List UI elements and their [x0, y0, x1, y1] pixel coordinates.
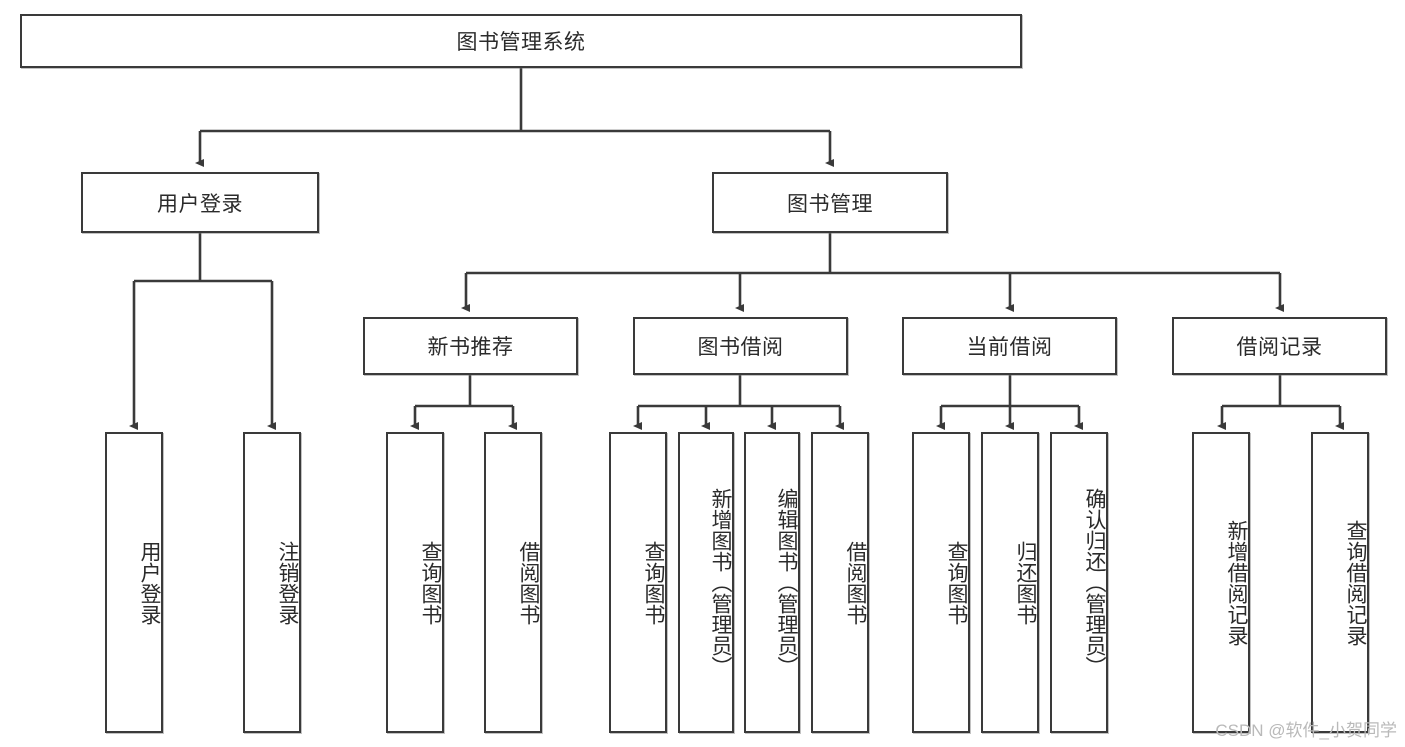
leaf-current-confirm-return[interactable]: 确认归还（管理员）: [1050, 432, 1108, 733]
node-label: 用户登录: [157, 192, 243, 216]
node-label: 归还图书: [1014, 540, 1037, 625]
leaf-borrow-borrow-book[interactable]: 借阅图书: [811, 432, 869, 733]
leaf-record-query-record[interactable]: 查询借阅记录: [1311, 432, 1369, 733]
node-book-borrow[interactable]: 图书借阅: [633, 317, 848, 375]
leaf-borrow-query-book[interactable]: 查询图书: [609, 432, 667, 733]
node-label: 借阅图书: [517, 540, 540, 625]
node-label: 图书管理: [787, 192, 873, 216]
node-user-login[interactable]: 用户登录: [81, 172, 319, 233]
node-label: 新书推荐: [427, 336, 514, 359]
leaf-recommend-borrow-book[interactable]: 借阅图书: [484, 432, 542, 733]
node-current-borrow[interactable]: 当前借阅: [902, 317, 1117, 375]
node-book-management[interactable]: 图书管理: [712, 172, 948, 233]
node-label: 确认归还（管理员）: [1083, 488, 1106, 677]
node-label: 查询图书: [419, 540, 442, 625]
node-new-book-recommend[interactable]: 新书推荐: [363, 317, 578, 375]
leaf-user-login[interactable]: 用户登录: [105, 432, 163, 733]
node-label: 图书管理系统: [456, 31, 586, 54]
node-label: 注销登录: [276, 540, 299, 625]
node-label: 查询图书: [945, 540, 968, 625]
node-label: 用户登录: [138, 540, 161, 625]
leaf-borrow-edit-book[interactable]: 编辑图书（管理员）: [744, 432, 800, 733]
leaf-current-return-book[interactable]: 归还图书: [981, 432, 1039, 733]
node-label: 借阅记录: [1236, 336, 1323, 359]
node-label: 编辑图书（管理员）: [775, 488, 798, 677]
leaf-record-add-record[interactable]: 新增借阅记录: [1192, 432, 1250, 733]
leaf-user-logout[interactable]: 注销登录: [243, 432, 301, 733]
node-label: 新增图书（管理员）: [709, 488, 732, 677]
node-label: 查询借阅记录: [1344, 519, 1367, 646]
node-label: 查询图书: [642, 540, 665, 625]
leaf-current-query-book[interactable]: 查询图书: [912, 432, 970, 733]
watermark: CSDN @软件_小贺同学: [1215, 721, 1397, 740]
leaf-recommend-query-book[interactable]: 查询图书: [386, 432, 444, 733]
node-label: 图书借阅: [697, 336, 784, 359]
leaf-borrow-add-book[interactable]: 新增图书（管理员）: [678, 432, 734, 733]
node-label: 当前借阅: [966, 336, 1053, 359]
node-label: 新增借阅记录: [1225, 519, 1248, 646]
node-label: 借阅图书: [844, 540, 867, 625]
node-borrow-record[interactable]: 借阅记录: [1172, 317, 1387, 375]
node-root-system[interactable]: 图书管理系统: [20, 14, 1022, 68]
